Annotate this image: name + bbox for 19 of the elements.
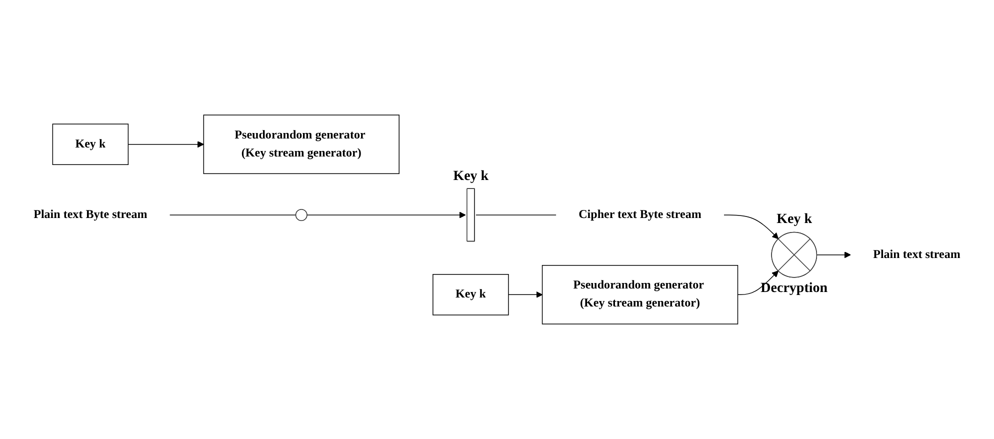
node-box: [542, 264, 738, 324]
connector: [476, 214, 556, 216]
node-text: Cipher text Byte stream: [578, 208, 702, 221]
arrow: [306, 212, 466, 218]
node-circle: [295, 208, 308, 221]
node-text: Plain text stream: [873, 248, 960, 261]
arrow: [816, 252, 851, 258]
arrow: [724, 214, 779, 240]
arrow: [508, 291, 543, 298]
node-text: Plain text Byte stream: [34, 208, 148, 221]
node-box: [203, 114, 400, 174]
connector: [169, 214, 296, 216]
node-caption: Key k: [776, 212, 812, 228]
arrow: [128, 141, 204, 148]
node-box: [52, 124, 129, 165]
node-caption: Decryption: [760, 281, 828, 298]
node-box: [432, 274, 509, 316]
arrow: [737, 270, 779, 296]
node-caption: Key k: [453, 168, 489, 185]
